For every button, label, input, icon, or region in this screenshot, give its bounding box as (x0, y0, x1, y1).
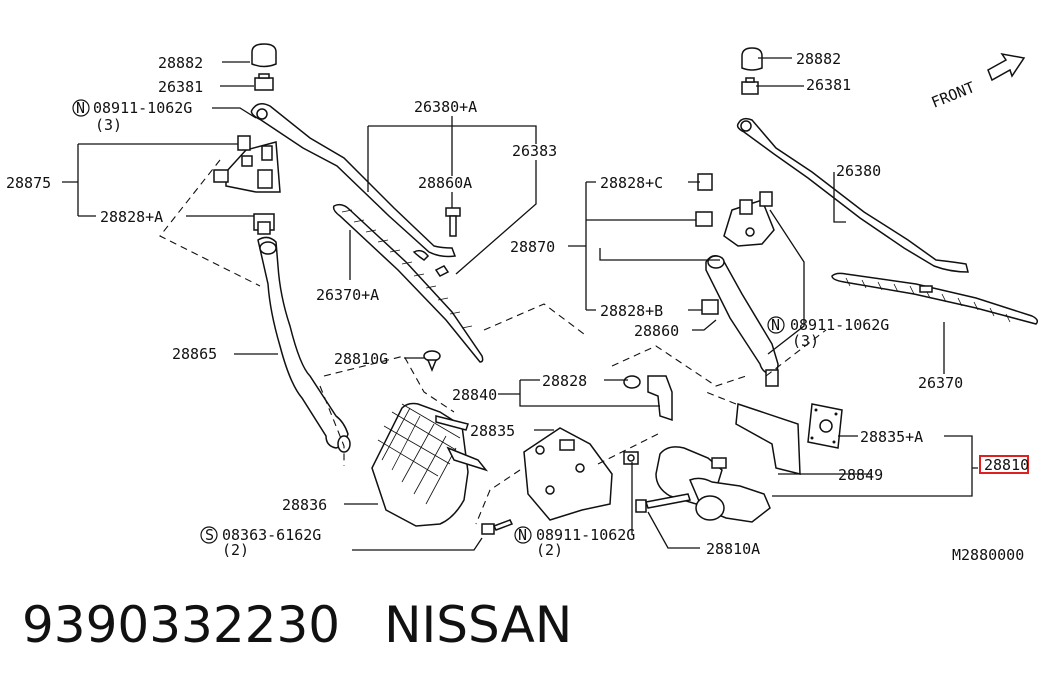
pivot-bracket-left[interactable] (213, 135, 281, 193)
label-08911-right-qty: (3) (792, 332, 819, 350)
wiper-arm-26380a[interactable] (250, 103, 457, 258)
label-28865[interactable]: 28865 (172, 345, 217, 363)
label-28860[interactable]: 28860 (634, 322, 679, 340)
label-08911-top[interactable]: 08911-1062G (93, 99, 192, 117)
svg-text:N: N (76, 99, 85, 117)
label-28828a-left[interactable]: 28828+A (100, 208, 163, 226)
symbol-n-bottom: N (514, 526, 532, 544)
svg-text:N: N (771, 316, 780, 334)
label-28860a[interactable]: 28860A (418, 174, 472, 192)
label-28835a[interactable]: 28835+A (860, 428, 923, 446)
label-08363-qty: (2) (222, 541, 249, 559)
label-08911-top-qty: (3) (95, 116, 122, 134)
highlight-28810 (979, 455, 1029, 474)
label-08911-bottom[interactable]: 08911-1062G (536, 526, 635, 544)
label-28828b[interactable]: 28828+B (600, 302, 663, 320)
label-28810g[interactable]: 28810G (334, 350, 388, 368)
label-28875[interactable]: 28875 (6, 174, 51, 192)
label-28828c[interactable]: 28828+C (600, 174, 663, 192)
brand-name: NISSAN (384, 596, 573, 654)
symbol-n-right: N (767, 316, 785, 334)
label-26380a[interactable]: 26380+A (414, 98, 477, 116)
pivot-bracket-right[interactable] (695, 191, 775, 247)
grommet-28828b[interactable] (701, 299, 719, 315)
bolt-28860a[interactable] (445, 207, 461, 237)
label-08911-bottom-qty: (2) (536, 541, 563, 559)
symbol-n-top: N (72, 99, 90, 117)
screw-08363[interactable] (481, 519, 514, 535)
label-28810[interactable]: 28810 (984, 456, 1029, 474)
label-28882-right[interactable]: 28882 (796, 50, 841, 68)
seal-28835a[interactable] (807, 403, 843, 449)
label-08363[interactable]: 08363-6162G (222, 526, 321, 544)
label-08911-right[interactable]: 08911-1062G (790, 316, 889, 334)
part-labels: 28882 26381 08911-1062G (3) 28875 28828+… (6, 50, 1029, 564)
label-28828[interactable]: 28828 (542, 372, 587, 390)
cap-28882-right[interactable] (741, 47, 763, 71)
clip-28810g[interactable] (423, 350, 441, 373)
caption: 9390332230 NISSAN (22, 596, 1022, 666)
label-26381-left[interactable]: 26381 (158, 78, 203, 96)
label-28849[interactable]: 28849 (838, 466, 883, 484)
front-label: FRONT (929, 78, 978, 112)
motor-bracket-28835[interactable] (523, 427, 613, 521)
symbol-s: S (200, 526, 218, 544)
label-28870[interactable]: 28870 (510, 238, 555, 256)
label-28835[interactable]: 28835 (470, 422, 515, 440)
link-rod-28865[interactable] (257, 236, 351, 453)
grommet-28828[interactable] (623, 375, 641, 389)
label-28810a[interactable]: 28810A (706, 540, 760, 558)
dashed-relation-lines (159, 159, 827, 525)
label-26381-right[interactable]: 26381 (806, 76, 851, 94)
front-arrow: FRONT (929, 52, 1026, 112)
nut-26381-left[interactable] (254, 73, 274, 91)
nut-26381-right[interactable] (741, 77, 759, 95)
part-number: 9390332230 (22, 596, 341, 654)
svg-text:S: S (205, 526, 214, 544)
cowl-cover-28836[interactable] (371, 402, 489, 527)
wiper-parts-diagram: FRONT N N N S 28882 26381 08911-1062G (3… (6, 43, 1039, 564)
bracket-28840[interactable] (647, 375, 673, 422)
bolt-28810a[interactable] (635, 493, 691, 513)
wiper-blade-26370a[interactable] (332, 203, 484, 363)
grommet-28828c[interactable] (697, 173, 713, 191)
wiper-arm-26380[interactable] (736, 117, 969, 273)
wiper-blade-26370[interactable] (831, 272, 1039, 325)
label-28836[interactable]: 28836 (282, 496, 327, 514)
insulator-28849[interactable] (735, 402, 801, 475)
svg-text:N: N (518, 526, 527, 544)
label-26370[interactable]: 26370 (918, 374, 963, 392)
grommet-28828a-left[interactable] (253, 213, 275, 235)
label-26380[interactable]: 26380 (836, 162, 881, 180)
label-28882-left[interactable]: 28882 (158, 54, 203, 72)
label-26383[interactable]: 26383 (512, 142, 557, 160)
wiper-motor-28810[interactable] (655, 446, 771, 523)
cap-28882-left[interactable] (251, 43, 277, 68)
label-28840[interactable]: 28840 (452, 386, 497, 404)
link-rod-28860[interactable] (705, 255, 779, 387)
diagram-code: M2880000 (952, 546, 1024, 564)
label-26370a[interactable]: 26370+A (316, 286, 379, 304)
leader-lines (62, 57, 978, 551)
nut-08911-bottom[interactable] (623, 451, 639, 465)
